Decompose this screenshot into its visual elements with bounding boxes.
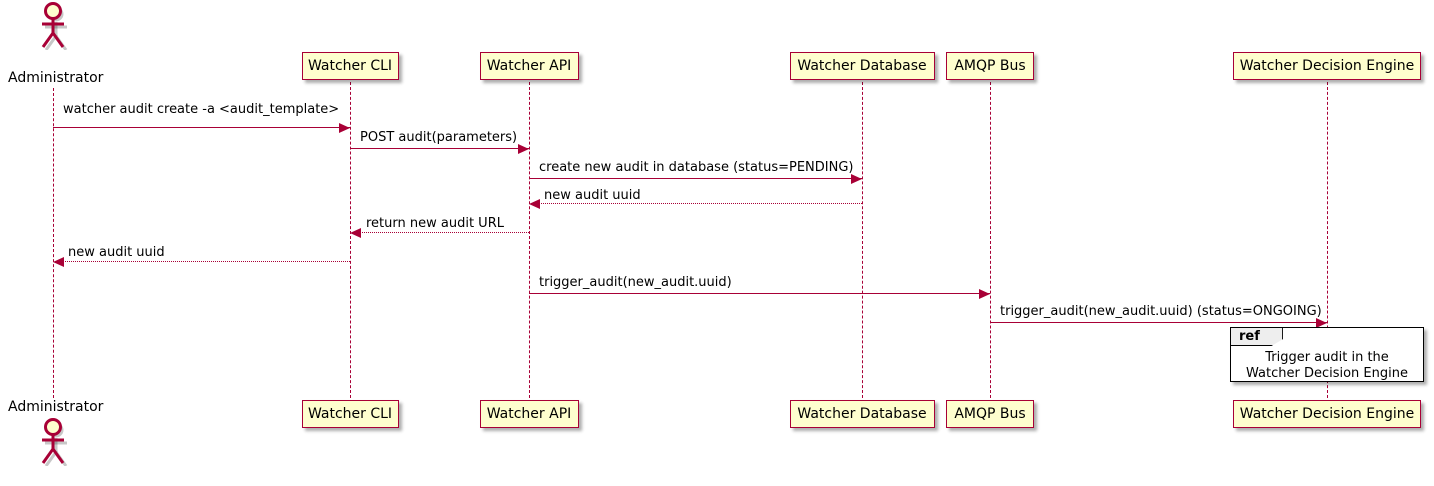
message-label-msg-2: POST audit(parameters) bbox=[360, 130, 518, 145]
actor-stick-figure-icon-top bbox=[41, 2, 68, 51]
participant-label: Watcher CLI bbox=[307, 58, 393, 74]
lifeline-watcher-cli bbox=[349, 82, 351, 398]
message-line-msg-5 bbox=[350, 232, 529, 233]
message-line-msg-8 bbox=[990, 322, 1327, 323]
participant-watcher-decision-engine-top[interactable]: Watcher Decision Engine bbox=[1233, 52, 1421, 80]
message-arrowhead-msg-5 bbox=[350, 227, 361, 238]
message-label-msg-5: return new audit URL bbox=[366, 216, 504, 231]
actor-administrator-label-top: Administrator bbox=[8, 70, 104, 86]
participant-label: Watcher API bbox=[486, 406, 572, 422]
message-label-msg-3: create new audit in database (status=PEN… bbox=[539, 160, 854, 175]
ref-fragment-line: Trigger audit in the bbox=[1265, 350, 1389, 365]
ref-fragment-tab: ref bbox=[1231, 328, 1283, 346]
message-label-msg-6: new audit uuid bbox=[68, 245, 165, 260]
message-arrowhead-msg-7 bbox=[979, 288, 990, 299]
participant-label: Watcher Database bbox=[797, 58, 927, 74]
participant-watcher-cli-bottom[interactable]: Watcher CLI bbox=[301, 400, 399, 428]
message-arrowhead-msg-8 bbox=[1316, 317, 1327, 328]
participant-label: Watcher CLI bbox=[307, 406, 393, 422]
participant-watcher-database-bottom[interactable]: Watcher Database bbox=[789, 400, 935, 428]
ref-fragment-line: Watcher Decision Engine bbox=[1246, 366, 1408, 381]
lifeline-watcher-api bbox=[528, 82, 530, 398]
message-arrowhead-msg-1 bbox=[339, 122, 350, 133]
message-arrowhead-msg-3 bbox=[851, 173, 862, 184]
participant-watcher-api-bottom[interactable]: Watcher API bbox=[479, 400, 579, 428]
message-label-msg-7: trigger_audit(new_audit.uuid) bbox=[539, 275, 732, 290]
message-line-msg-7 bbox=[529, 293, 990, 294]
lifeline-amqp-bus bbox=[989, 82, 991, 398]
actor-administrator-top[interactable] bbox=[35, 2, 71, 54]
message-line-msg-2 bbox=[350, 148, 529, 149]
participant-label: AMQP Bus bbox=[954, 58, 1026, 74]
message-line-msg-1 bbox=[53, 127, 350, 128]
actor-administrator-bottom[interactable] bbox=[35, 418, 71, 470]
participant-amqp-bus-bottom[interactable]: AMQP Bus bbox=[946, 400, 1034, 428]
participant-label: AMQP Bus bbox=[954, 406, 1026, 422]
participant-watcher-database-top[interactable]: Watcher Database bbox=[789, 52, 935, 80]
participant-label: Watcher Decision Engine bbox=[1239, 406, 1415, 422]
participant-label: Watcher Database bbox=[797, 406, 927, 422]
message-label-msg-4: new audit uuid bbox=[544, 188, 641, 203]
message-label-msg-8: trigger_audit(new_audit.uuid) (status=ON… bbox=[1000, 304, 1322, 319]
lifeline-watcher-decision-engine bbox=[1326, 82, 1328, 398]
message-arrowhead-msg-6 bbox=[53, 256, 64, 267]
participant-watcher-cli-top[interactable]: Watcher CLI bbox=[301, 52, 399, 80]
message-line-msg-4 bbox=[529, 203, 862, 204]
message-label-msg-1: watcher audit create -a <audit_template> bbox=[63, 102, 340, 117]
lifeline-watcher-database bbox=[861, 82, 863, 398]
message-arrowhead-msg-4 bbox=[529, 198, 540, 209]
actor-administrator-label-bottom: Administrator bbox=[8, 399, 104, 415]
participant-label: Watcher API bbox=[486, 58, 572, 74]
message-arrowhead-msg-2 bbox=[518, 143, 529, 154]
participant-watcher-api-top[interactable]: Watcher API bbox=[479, 52, 579, 80]
message-line-msg-3 bbox=[529, 178, 862, 179]
actor-stick-figure-icon-bottom bbox=[41, 418, 68, 467]
message-line-msg-6 bbox=[53, 261, 350, 262]
participant-amqp-bus-top[interactable]: AMQP Bus bbox=[946, 52, 1034, 80]
lifeline-administrator bbox=[52, 88, 54, 398]
participant-watcher-decision-engine-bottom[interactable]: Watcher Decision Engine bbox=[1233, 400, 1421, 428]
participant-label: Watcher Decision Engine bbox=[1239, 58, 1415, 74]
